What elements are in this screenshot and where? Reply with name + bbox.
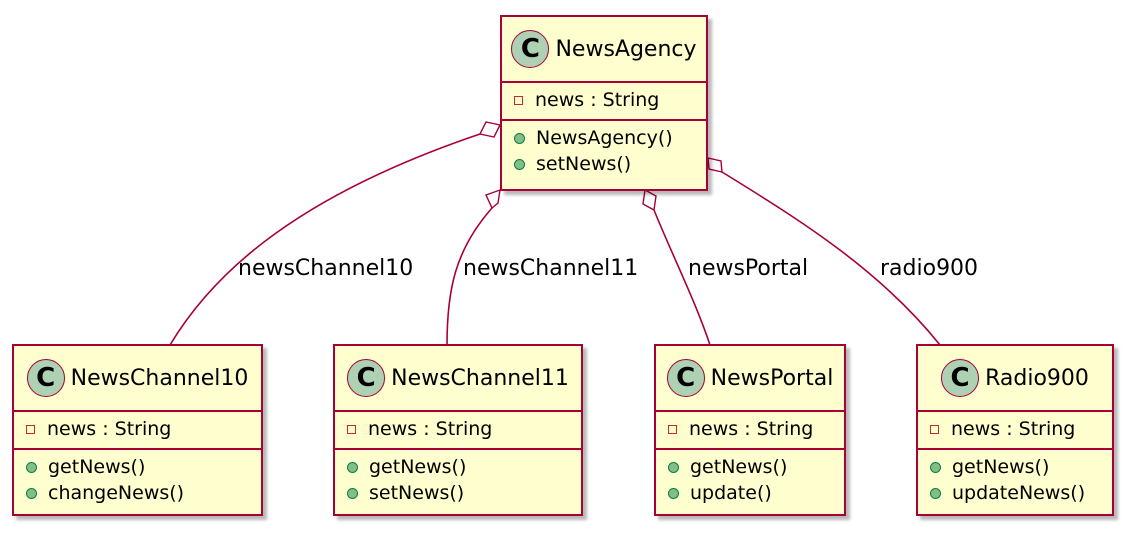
class-newschannel10[interactable]: C NewsChannel10 news : String getNews() … [12,344,263,516]
aggregation-edge-radio900 [721,171,941,346]
methods-section: getNews() update() [656,450,844,510]
class-newschannel11[interactable]: C NewsChannel11 news : String getNews() … [333,344,583,516]
public-icon [347,461,358,473]
aggregation-edge-newschannel10 [169,133,481,346]
attributes-section: news : String [918,412,1112,450]
class-name: NewsPortal [710,365,834,391]
public-icon [668,487,679,499]
method-text: update() [690,482,772,504]
method: changeNews() [26,480,261,506]
class-newsportal[interactable]: C NewsPortal news : String getNews() upd… [654,344,846,516]
method: setNews() [514,151,706,177]
attributes-section: news : String [656,412,844,450]
public-icon [514,158,525,170]
class-newsagency[interactable]: C NewsAgency news : String NewsAgency() … [500,15,708,191]
edge-label-newschannel10: newsChannel10 [238,256,414,281]
method-text: changeNews() [48,482,185,504]
public-icon [26,461,37,473]
edge-label-newschannel11: newsChannel11 [463,256,639,281]
private-icon [347,424,356,434]
public-icon [514,132,525,144]
class-name: NewsChannel10 [70,365,249,391]
attributes-section: news : String [502,83,706,121]
aggregation-diamond-radio900 [707,157,723,173]
private-icon [514,95,523,105]
method: getNews() [26,454,261,480]
aggregation-diamond-newschannel10 [478,121,502,138]
class-name: NewsAgency [555,36,697,62]
attribute: news : String [26,416,261,442]
method-text: updateNews() [952,482,1086,504]
edge-label-radio900: radio900 [880,256,979,281]
aggregation-edge-newsportal [653,209,711,346]
method-text: NewsAgency() [536,127,673,149]
method-text: getNews() [369,456,467,478]
public-icon [347,487,358,499]
method: NewsAgency() [514,125,706,151]
class-header: C NewsAgency [502,17,706,83]
private-icon [26,424,35,434]
public-icon [26,487,37,499]
methods-section: getNews() updateNews() [918,450,1112,510]
attribute: news : String [347,416,581,442]
attribute: news : String [930,416,1112,442]
public-icon [930,487,941,499]
class-header: C NewsChannel11 [335,346,581,412]
class-header: C Radio900 [918,346,1112,412]
method: update() [668,480,844,506]
class-radio900[interactable]: C Radio900 news : String getNews() updat… [916,344,1114,516]
aggregation-edge-newschannel11 [446,207,493,346]
class-c-icon: C [666,359,705,397]
class-c-icon: C [941,359,980,397]
class-header: C NewsPortal [656,346,844,412]
methods-section: NewsAgency() setNews() [502,121,706,181]
attribute-text: news : String [368,418,493,440]
methods-section: getNews() changeNews() [14,450,261,510]
class-c-icon: C [347,359,386,397]
method: getNews() [930,454,1112,480]
public-icon [930,461,941,473]
class-name: NewsChannel11 [391,365,569,391]
method-text: getNews() [952,456,1050,478]
attribute: news : String [668,416,844,442]
class-c-icon: C [511,30,550,68]
method-text: getNews() [690,456,788,478]
method-text: setNews() [369,482,465,504]
aggregation-diamond-newsportal [642,188,657,212]
attribute-text: news : String [535,89,660,111]
method-text: setNews() [536,153,632,175]
method: setNews() [347,480,581,506]
method-text: getNews() [48,456,146,478]
attributes-section: news : String [14,412,261,450]
attribute-text: news : String [689,418,814,440]
method: updateNews() [930,480,1112,506]
aggregation-diamond-newschannel11 [485,188,501,210]
class-c-icon: C [26,359,65,397]
attribute-text: news : String [47,418,172,440]
method: getNews() [347,454,581,480]
attribute-text: news : String [951,418,1076,440]
attributes-section: news : String [335,412,581,450]
class-header: C NewsChannel10 [14,346,261,412]
attribute: news : String [514,87,706,113]
method: getNews() [668,454,844,480]
class-name: Radio900 [985,365,1089,391]
private-icon [930,424,939,434]
private-icon [668,424,677,434]
methods-section: getNews() setNews() [335,450,581,510]
edge-label-newsportal: newsPortal [688,256,809,281]
public-icon [668,461,679,473]
